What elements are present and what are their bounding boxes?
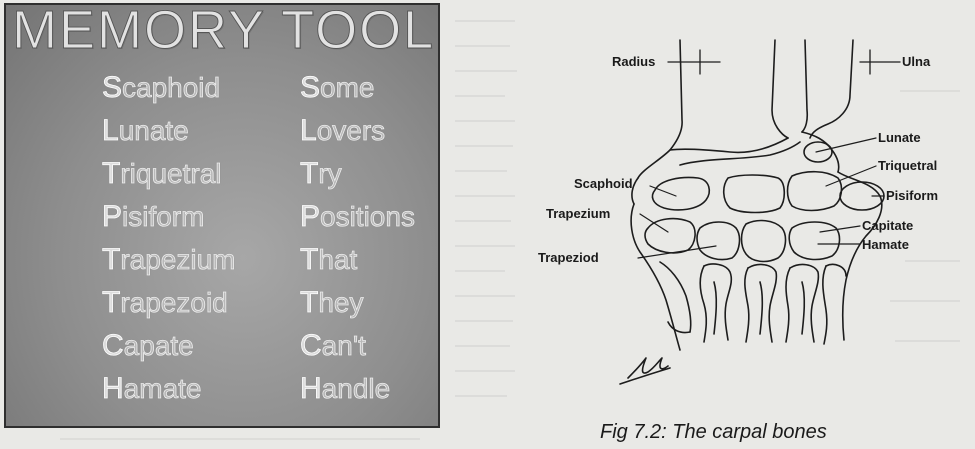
mnemonic-word-rest: hey bbox=[318, 287, 363, 318]
mnemonic-word-initial: T bbox=[300, 157, 318, 190]
mnemonic-word-initial: S bbox=[300, 71, 320, 104]
carpal-bone-name: Trapezium bbox=[102, 243, 236, 277]
carpal-bone-name-initial: P bbox=[102, 200, 122, 233]
mnemonic-row: TrapezoidThey bbox=[6, 286, 426, 326]
label-hamate: Hamate bbox=[862, 237, 909, 252]
mnemonic-word-rest: an't bbox=[322, 330, 366, 361]
carpal-bone-name: Triquetral bbox=[102, 157, 222, 191]
mnemonic-row: HamateHandle bbox=[6, 372, 426, 412]
memory-tool-title: MEMORY TOOL: bbox=[12, 3, 440, 61]
mnemonic-word-rest: andle bbox=[322, 373, 391, 404]
carpal-bone-name-rest: amate bbox=[124, 373, 202, 404]
carpal-bone-name-initial: T bbox=[102, 243, 120, 276]
carpal-bone-name-initial: T bbox=[102, 286, 120, 319]
carpal-bone-name-initial: S bbox=[102, 71, 122, 104]
figure-caption: Fig 7.2: The carpal bones bbox=[600, 421, 827, 444]
carpal-bone-name: Scaphoid bbox=[102, 71, 220, 105]
mnemonic-word: Some bbox=[300, 71, 374, 105]
mnemonic-row: TriquetralTry bbox=[6, 157, 426, 197]
carpal-bone-name: Hamate bbox=[102, 372, 202, 406]
carpal-bone-name-initial: H bbox=[102, 372, 124, 405]
triquetral-bone bbox=[788, 172, 842, 211]
label-trapeziod: Trapeziod bbox=[538, 250, 599, 265]
carpal-bone-name-rest: caphoid bbox=[122, 72, 220, 103]
label-trapezium: Trapezium bbox=[546, 206, 610, 221]
label-capitate: Capitate bbox=[862, 218, 913, 233]
metacarpal-2 bbox=[704, 264, 731, 340]
mnemonic-row: TrapeziumThat bbox=[6, 243, 426, 283]
mnemonic-word: That bbox=[300, 243, 357, 277]
mnemonic-word-initial: T bbox=[300, 286, 318, 319]
carpal-bone-name-rest: unate bbox=[119, 115, 189, 146]
capitate-bone bbox=[742, 221, 786, 262]
mnemonic-word-initial: P bbox=[300, 200, 320, 233]
label-pisiform: Pisiform bbox=[886, 188, 938, 203]
ulna-bone bbox=[802, 40, 807, 132]
scaphoid-bone bbox=[652, 178, 709, 210]
carpal-bone-name-rest: apate bbox=[124, 330, 194, 361]
carpal-bone-name: Trapezoid bbox=[102, 286, 228, 320]
carpal-bone-name-rest: isiform bbox=[122, 201, 204, 232]
carpal-bone-name: Pisiform bbox=[102, 200, 204, 234]
mnemonic-word: Lovers bbox=[300, 114, 385, 148]
mnemonic-word-rest: ry bbox=[318, 158, 341, 189]
label-scaphoid: Scaphoid bbox=[574, 176, 633, 191]
mnemonic-word-rest: hat bbox=[318, 244, 357, 275]
carpal-bone-name-rest: rapezoid bbox=[120, 287, 227, 318]
mnemonic-row: CapateCan't bbox=[6, 329, 426, 369]
artist-signature bbox=[620, 358, 670, 384]
metacarpal-5 bbox=[826, 264, 846, 276]
carpal-bone-name-initial: C bbox=[102, 329, 124, 362]
carpal-bone-name-initial: L bbox=[102, 114, 119, 147]
mnemonic-word: Try bbox=[300, 157, 342, 191]
mnemonic-word-rest: ome bbox=[320, 72, 374, 103]
carpal-bone-name-initial: T bbox=[102, 157, 120, 190]
label-lunate: Lunate bbox=[878, 130, 921, 145]
trapezium-bone bbox=[645, 219, 695, 253]
label-ulna: Ulna bbox=[902, 54, 930, 69]
mnemonic-row: ScaphoidSome bbox=[6, 71, 426, 111]
mnemonic-word: Can't bbox=[300, 329, 366, 363]
mnemonic-word: They bbox=[300, 286, 363, 320]
mnemonic-word-initial: H bbox=[300, 372, 322, 405]
mnemonic-word-initial: C bbox=[300, 329, 322, 362]
carpal-bone-name-rest: riquetral bbox=[120, 158, 221, 189]
label-triquetral: Triquetral bbox=[878, 158, 937, 173]
mnemonic-word-initial: L bbox=[300, 114, 317, 147]
carpal-bone-name: Capate bbox=[102, 329, 194, 363]
trapezoid-bone bbox=[697, 222, 739, 260]
carpal-bones-diagram: Radius Ulna Lunate Triquetral Scaphoid P… bbox=[520, 0, 975, 449]
carpal-bone-name: Lunate bbox=[102, 114, 189, 148]
mnemonic-row: LunateLovers bbox=[6, 114, 426, 154]
mnemonic-word-initial: T bbox=[300, 243, 318, 276]
mnemonic-word-rest: ositions bbox=[320, 201, 415, 232]
mnemonic-word: Handle bbox=[300, 372, 390, 406]
memory-tool-panel: MEMORY TOOL: ScaphoidSomeLunateLoversTri… bbox=[4, 3, 440, 428]
hamate-bone bbox=[789, 222, 839, 259]
mnemonic-word-rest: overs bbox=[317, 115, 385, 146]
carpal-bone-name-rest: rapezium bbox=[120, 244, 235, 275]
label-radius: Radius bbox=[612, 54, 655, 69]
mnemonic-word: Positions bbox=[300, 200, 415, 234]
mnemonic-row: PisiformPositions bbox=[6, 200, 426, 240]
